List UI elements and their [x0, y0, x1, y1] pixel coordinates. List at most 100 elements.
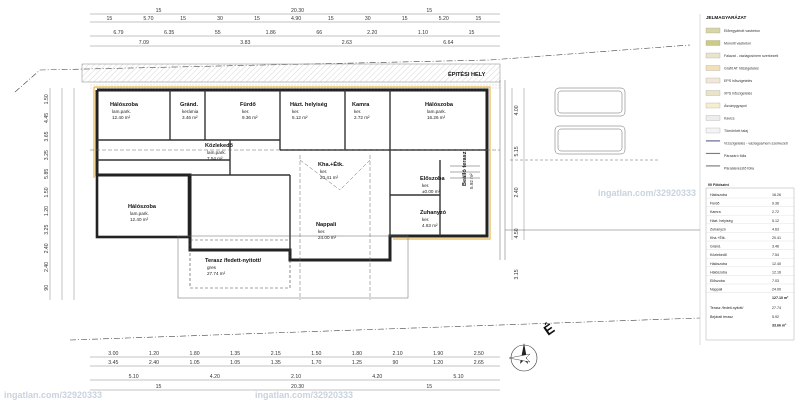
table-room-area: 9.36	[772, 202, 779, 206]
entrance-steps	[450, 165, 480, 179]
legend-label: Tömörített talaj	[724, 129, 748, 133]
dimension-text: 3.25	[44, 150, 50, 160]
legend-swatch	[705, 52, 721, 59]
legend-label: Monolit vasbeton	[724, 42, 751, 46]
dimension-text: 4.00	[514, 105, 520, 115]
dimension-text: 3.45	[108, 360, 118, 366]
room-floor: ker.	[318, 229, 325, 234]
area-table-title: 00 Földszint	[708, 183, 730, 187]
legend-swatch	[705, 115, 721, 121]
dimension-text: 1.05	[230, 360, 240, 366]
dimension-text: 55	[215, 30, 221, 36]
table-room-name: Terasz /fedett-nyitott/	[710, 306, 743, 310]
dimension-text: 1.80	[352, 351, 362, 357]
dimension-text: 15	[426, 8, 432, 14]
insulation-line	[93, 86, 491, 240]
legend-label: EPS hőszigetelés	[724, 79, 752, 83]
dimension-text: 3.25	[44, 225, 50, 235]
table-room-name: Közlekedő	[710, 253, 727, 257]
room-area: 7.54 m²	[207, 156, 223, 161]
legend-label: Páraáteresztő fólia	[724, 167, 754, 171]
legend-label: Előregyártott vasbeton	[724, 29, 760, 33]
room-name: Előszoba	[420, 176, 445, 182]
dimension-text: 4.90	[291, 16, 301, 22]
room-area: 4.63 m²	[422, 223, 438, 228]
room-floor: lam.park.	[112, 109, 131, 114]
table-room-name: Kha.+Étk.	[710, 235, 726, 240]
dimension-text: 4.20	[372, 374, 382, 380]
room-area: 3.46 m²	[182, 115, 198, 120]
dimension-text: 4.50	[514, 228, 520, 238]
room-name: Zuhanyzó	[420, 210, 447, 216]
dimension-text: 1.35	[271, 360, 281, 366]
legend-swatch	[705, 90, 721, 96]
dimension-text: 2.63	[342, 40, 352, 46]
dimension-text: 1.25	[352, 360, 362, 366]
room-area: 24.00 m²	[318, 235, 337, 240]
room-name: Házt. helyiség	[290, 102, 328, 108]
room-floor: kerámia	[182, 109, 199, 114]
room-name: Nappali	[316, 222, 337, 228]
room-name: Fürdő	[240, 102, 256, 108]
dimension-text: 15	[469, 30, 475, 36]
dimension-text: 4.20	[210, 374, 220, 380]
building-zone-band	[81, 63, 501, 83]
legend-swatch	[705, 77, 721, 84]
dimension-text: 5.10	[453, 374, 463, 380]
room-area: 5.92 m²	[469, 173, 474, 189]
table-room-name: Előszoba	[710, 279, 725, 283]
table-room-area: 5.92	[772, 315, 779, 319]
room-name: Beálló terasz	[462, 151, 468, 186]
site-label: ÉPITÉSI HELY	[448, 70, 486, 78]
legend-swatch	[705, 27, 721, 34]
dimension-text: 1.80	[190, 351, 200, 357]
table-room-name: Hálószoba	[710, 262, 727, 266]
dimension-text: 15	[426, 384, 432, 390]
dimension-lines	[49, 13, 525, 391]
dimension-text: 7.09	[139, 40, 149, 46]
dimension-text: 1.50	[44, 187, 50, 197]
room-area: 12.40 m²	[112, 115, 131, 120]
dimension-text: 2.65	[474, 360, 484, 366]
room-name: Hálószoba	[128, 204, 157, 210]
room-floor: ker.	[422, 183, 429, 188]
room-floor: ker.	[422, 217, 429, 222]
dimension-text: 15	[254, 16, 260, 22]
room-floor: ker.	[242, 109, 249, 114]
dimension-text: 30	[217, 16, 223, 22]
table-room-name: Házt. helyiség	[710, 219, 733, 223]
gravel-strip	[90, 82, 500, 90]
dimension-text: 2.40	[44, 262, 50, 272]
room-floor: ker.	[354, 109, 361, 114]
dimension-text: 5.10	[129, 374, 139, 380]
parking-area	[499, 80, 700, 260]
table-room-name: Fürdő	[710, 202, 719, 206]
legend-label: Grafit AT hőszigetelés	[724, 67, 759, 71]
table-room-area: 27.74	[772, 306, 781, 310]
room-area: ±0.00 m²	[422, 189, 441, 194]
legend-label: Ásványgyapot	[724, 104, 747, 108]
dimension-text: 90	[393, 360, 399, 366]
legend-label: Párazáró fólia	[724, 154, 746, 158]
room-floor: ker.	[292, 109, 299, 114]
legend-label: XPS hőszigetelés	[724, 92, 752, 96]
dimension-text: 20.30	[291, 8, 304, 14]
dimension-text: 1.20	[149, 351, 159, 357]
terrace-area	[189, 239, 291, 289]
dimension-text: 1.50	[44, 94, 50, 104]
room-area: 16.26 m²	[427, 115, 446, 120]
left-wing-lower	[95, 173, 191, 239]
dimension-text: 2.40	[514, 187, 520, 197]
table-room-name: Gránd.	[710, 245, 721, 249]
table-sum: 127.10 m²	[772, 296, 789, 300]
dimension-text: 15	[156, 384, 162, 390]
dimension-text: 15	[156, 8, 162, 14]
dimension-text: 1.20	[433, 360, 443, 366]
room-area: 20.41 m²	[320, 175, 339, 180]
legend-panel: JELMAGYARÁZAT Előregyártott vasbetonMono…	[699, 14, 788, 345]
